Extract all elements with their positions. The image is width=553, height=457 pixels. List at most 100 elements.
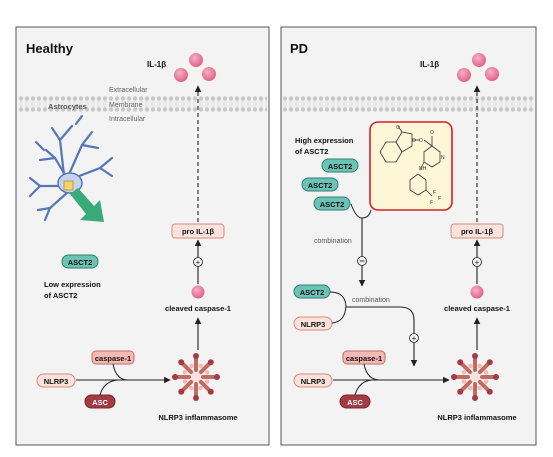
pd-plus-icon-2: + xyxy=(412,334,417,343)
inflammasome-tip xyxy=(451,374,457,380)
healthy-il1b-ball-2 xyxy=(174,68,188,82)
inflammasome-spoke xyxy=(458,360,473,375)
pd-inflammasome-label: NLRP3 inflammasome xyxy=(437,413,516,422)
pd-nlrp3-box-top-label: NLRP3 xyxy=(301,320,326,329)
inflammasome-segment xyxy=(198,385,203,391)
healthy-title: Healthy xyxy=(26,41,74,56)
healthy-panel: Healthy IL-1β Extracellular Membrane Int… xyxy=(15,26,270,446)
drug-atom-f3: F xyxy=(430,200,433,206)
pd-inflammasome-icon xyxy=(451,353,499,401)
pd-il1b-label: IL-1β xyxy=(420,60,439,69)
astrocyte-icon xyxy=(28,114,114,222)
pd-combination2-label: combination xyxy=(352,297,390,304)
inflammasome-tip xyxy=(214,374,220,380)
pd-asct2-nlrp3-bracket xyxy=(329,291,347,324)
healthy-il1b-ball-3 xyxy=(202,67,216,81)
pd-title: PD xyxy=(290,41,308,56)
healthy-inflammasome-label: NLRP3 inflammasome xyxy=(158,413,237,422)
astrocyte-highlight xyxy=(63,180,74,191)
pd-asct2-label-2: ASCT2 xyxy=(308,181,333,190)
pd-asct2-box-label: ASCT2 xyxy=(300,288,325,297)
pd-nlrp3-box-top xyxy=(293,316,333,331)
pd-cleaved-caspase-label: cleaved caspase-1 xyxy=(444,304,510,313)
healthy-pro-il1b-label: pro IL-1β xyxy=(182,227,214,236)
inflammasome-tip xyxy=(486,359,493,366)
inflammasome-tip xyxy=(207,388,214,395)
pd-il1b-ball-2 xyxy=(457,68,471,82)
inflammasome-spoke xyxy=(179,379,194,394)
pd-plus-icon: + xyxy=(475,258,480,267)
healthy-plus-icon-bg xyxy=(193,257,203,267)
drug-atom-o1: O xyxy=(396,125,400,131)
inflammasome-tip xyxy=(172,374,178,380)
pd-panel: PD IL-1β High expression of ASCT2 ASCT2 … xyxy=(280,26,537,446)
inflammasome-core xyxy=(191,372,201,382)
healthy-cleaved-caspase-label: cleaved caspase-1 xyxy=(165,304,231,313)
inflammasome-spoke xyxy=(179,360,194,375)
pd-nlrp3-label: NLRP3 xyxy=(301,377,326,386)
inflammasome-segment xyxy=(483,370,489,375)
inflammasome-core xyxy=(470,372,480,382)
drug-atom-o2: O xyxy=(412,138,416,144)
inflammasome-spoke xyxy=(198,379,213,394)
low-expression-line-1: Low expression xyxy=(44,280,101,289)
pd-cleaved-caspase-ball xyxy=(470,285,484,299)
inflammasome-segment xyxy=(189,363,194,369)
high-expression-line-2: of ASCT2 xyxy=(295,147,328,156)
drug-atom-f1: F xyxy=(433,190,436,196)
drug-atom-n: N xyxy=(441,155,445,161)
healthy-asc-label: ASC xyxy=(92,398,108,407)
drug-structure-icon xyxy=(379,125,441,197)
inflammasome-spoke xyxy=(458,379,473,394)
drug-atom-o3: O xyxy=(419,138,423,144)
drug-atom-nh: NH xyxy=(419,166,427,172)
high-expression-line-1: High expression xyxy=(295,136,354,145)
inflammasome-spoke xyxy=(477,360,492,375)
healthy-intracellular-label: Intracellular xyxy=(109,116,146,123)
healthy-inflammasome-icon xyxy=(172,353,220,401)
inflammasome-spoke xyxy=(198,360,213,375)
pd-plus-icon-2-bg xyxy=(409,333,419,343)
inflammasome-segment xyxy=(189,385,194,391)
inflammasome-spoke xyxy=(477,379,492,394)
inflammasome-segment xyxy=(204,370,210,375)
healthy-pro-il1b-box xyxy=(171,223,225,239)
pd-pro-il1b-box xyxy=(450,223,504,239)
green-arrow-icon xyxy=(70,188,104,222)
healthy-asct2-pill xyxy=(61,254,99,269)
inflammasome-tip xyxy=(193,395,199,401)
pd-il1b-ball-1 xyxy=(472,53,486,67)
healthy-extracellular-label: Extracellular xyxy=(109,87,148,94)
inflammasome-segment xyxy=(461,379,467,384)
healthy-nlrp3-label: NLRP3 xyxy=(44,377,69,386)
pd-nlrp3-box xyxy=(293,373,333,388)
inflammasome-segment xyxy=(477,363,482,369)
drug-atom-o4: O xyxy=(430,130,434,136)
healthy-plus-icon: + xyxy=(196,258,201,267)
pd-asct2-pill-2 xyxy=(301,177,339,192)
inflammasome-tip xyxy=(207,359,214,366)
inflammasome-segment xyxy=(468,363,473,369)
pd-membrane xyxy=(283,96,534,112)
healthy-il1b-ball-1 xyxy=(189,53,203,67)
pd-plus-icon-bg xyxy=(472,257,482,267)
healthy-membrane xyxy=(18,96,267,112)
pd-asct2-pill-1 xyxy=(321,158,359,173)
inflammasome-segment xyxy=(198,363,203,369)
healthy-asct2-label: ASCT2 xyxy=(68,258,93,267)
inflammasome-tip xyxy=(457,388,464,395)
inflammasome-tip xyxy=(472,395,478,401)
pd-il1b-ball-3 xyxy=(485,67,499,81)
pd-combination-label: combination xyxy=(314,238,352,245)
inflammasome-tip xyxy=(178,359,185,366)
inflammasome-segment xyxy=(468,385,473,391)
drug-atom-f2: F xyxy=(438,196,441,202)
pd-pro-il1b-label: pro IL-1β xyxy=(461,227,493,236)
inflammasome-segment xyxy=(182,370,188,375)
pd-asct2-pill-3 xyxy=(313,196,351,211)
inflammasome-segment xyxy=(182,379,188,384)
pd-combination2-arrow xyxy=(346,306,418,367)
pd-asct2-label-3: ASCT2 xyxy=(320,200,345,209)
pd-asct2-label-1: ASCT2 xyxy=(328,162,353,171)
